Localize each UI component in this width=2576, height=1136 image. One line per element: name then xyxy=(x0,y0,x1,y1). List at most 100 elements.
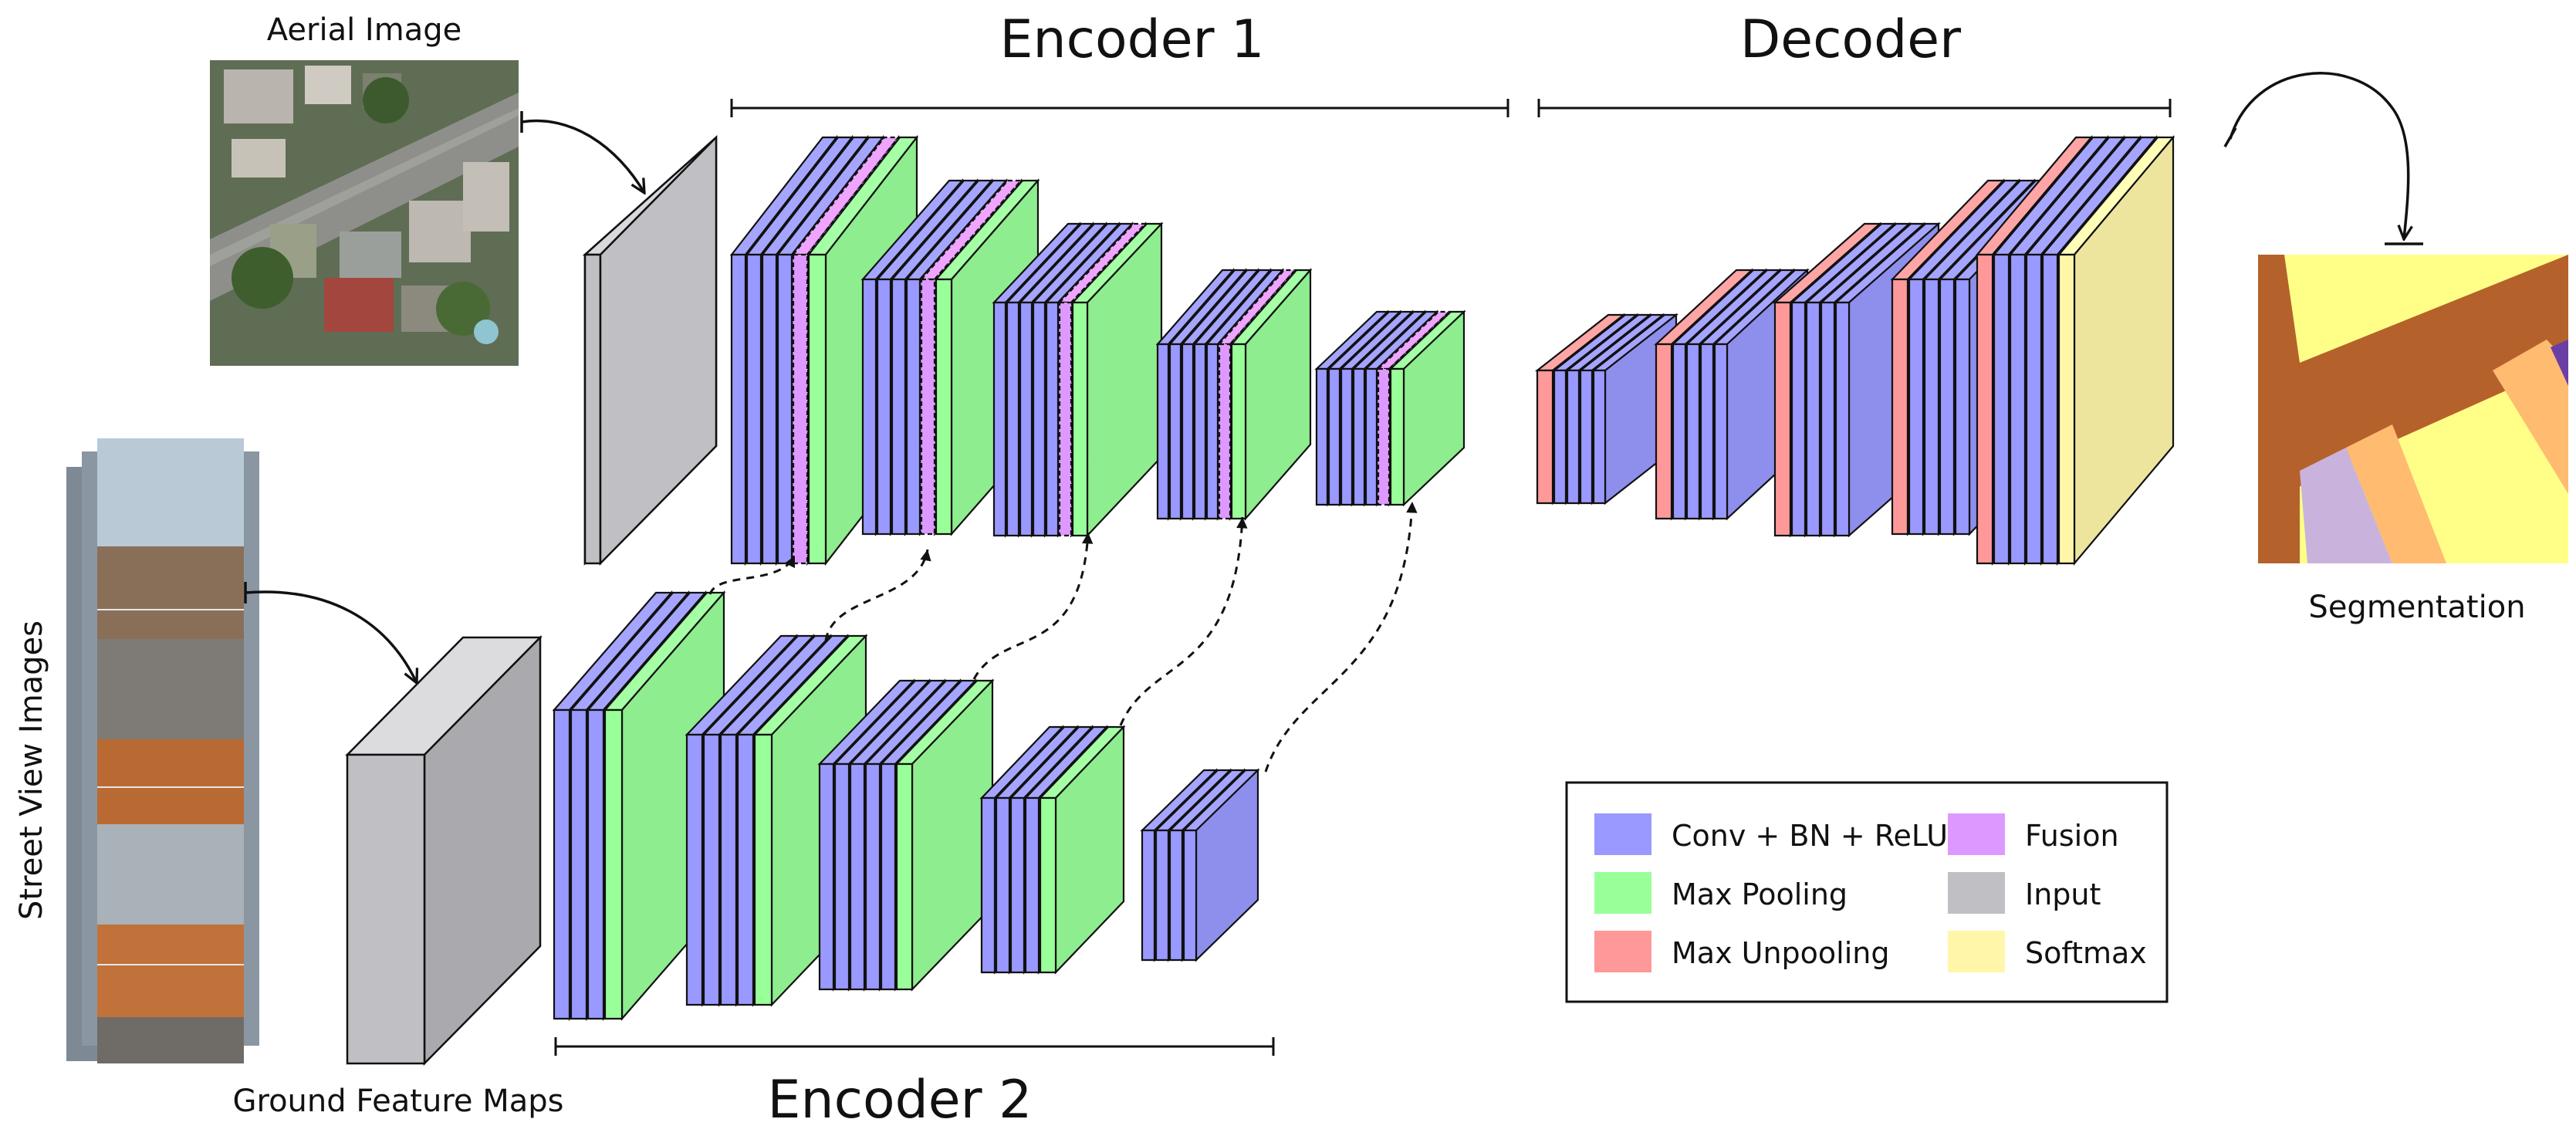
enc2-layer-conv-13-front xyxy=(864,762,881,991)
dec-layer-conv-8-front xyxy=(1685,343,1701,520)
enc1-layer-pool-19-front xyxy=(1071,301,1089,537)
decoder-title: Decoder xyxy=(1740,9,1961,70)
enc2-layer-pool-20-front xyxy=(1039,796,1057,974)
legend-swatch-pool xyxy=(1594,872,1651,914)
segmentation-label: Segmentation xyxy=(2308,590,2525,625)
input-layer-ground xyxy=(345,634,543,1067)
enc1-layer-conv-23-front xyxy=(1193,343,1207,520)
enc2-layer-conv-24 xyxy=(1182,768,1260,962)
enc1-layer-pool-26 xyxy=(1229,268,1313,521)
output-arrow xyxy=(2229,72,2409,239)
decoder-bracket xyxy=(1537,99,2172,117)
dec-layer-conv-10-front xyxy=(1713,343,1729,520)
encoder1-bracket xyxy=(730,99,1509,117)
enc1-layer-conv-9-front xyxy=(891,278,907,536)
enc2-layer-conv-18-front xyxy=(1009,796,1026,974)
enc1-layer-pool-26-front xyxy=(1230,343,1247,520)
dec-layer-softmax-26-front xyxy=(2057,253,2076,565)
enc1-layer-conv-4-front xyxy=(776,253,793,565)
fusion-connections xyxy=(708,501,1418,773)
dec-layer-conv-12-front xyxy=(1790,301,1807,537)
enc1-layer-conv-13-front xyxy=(992,301,1007,537)
enc1-layer-conv-16-front xyxy=(1032,301,1046,537)
legend-swatch-fusion xyxy=(1948,813,2005,855)
enc2-layer-pool-4-front xyxy=(603,708,624,1020)
enc2-layer-conv-7-front xyxy=(719,733,738,1006)
dec-layer-conv-23-front xyxy=(2009,253,2027,565)
enc1-layer-fusion-5-front xyxy=(792,253,809,565)
legend-label-input: Input xyxy=(2025,877,2101,911)
enc2-layer-pool-15-front xyxy=(895,762,914,991)
dec-layer-conv-13-front xyxy=(1805,301,1821,537)
fusion-connection-4 xyxy=(1119,516,1248,726)
dec-layer-conv-20-front xyxy=(1954,278,1971,536)
enc1-layer-conv-24-front xyxy=(1205,343,1219,520)
dec-layer-unpool-21-front xyxy=(1976,253,1994,565)
dec-layer-unpool-1-front xyxy=(1536,369,1554,505)
enc2-layer-conv-6-front xyxy=(702,733,721,1006)
aerial-image-label: Aerial Image xyxy=(267,12,461,48)
street-input-arrow xyxy=(245,590,417,683)
enc1-layer-conv-31-front xyxy=(1364,367,1378,506)
enc1-layer-fusion-25-front xyxy=(1218,343,1232,520)
ground-feature-maps-label: Ground Feature Maps xyxy=(233,1084,564,1119)
encoder1-layers xyxy=(729,134,1466,566)
dec-layer-conv-14-front xyxy=(1820,301,1836,537)
dec-layer-conv-3-front xyxy=(1566,369,1580,505)
encoder1-title: Encoder 1 xyxy=(1000,9,1265,70)
enc1-layer-pool-6-front xyxy=(807,253,827,565)
enc1-layer-conv-28-front xyxy=(1327,367,1341,506)
enc1-layer-pool-33 xyxy=(1388,309,1466,507)
dec-layer-conv-7-front xyxy=(1672,343,1687,520)
enc2-layer-conv-10-front xyxy=(818,762,835,991)
legend-label-unpool: Max Unpooling xyxy=(1672,936,1889,970)
enc1-layer-conv-15-front xyxy=(1019,301,1033,537)
enc2-layer-pool-20 xyxy=(1038,725,1126,975)
legend-label-fusion: Fusion xyxy=(2025,819,2119,853)
enc2-layer-conv-5-front xyxy=(685,733,704,1006)
dec-layer-softmax-26 xyxy=(2057,134,2175,566)
enc2-layer-conv-8-front xyxy=(736,733,755,1006)
dec-layer-conv-17-front xyxy=(1908,278,1925,536)
enc1-layer-fusion-32-front xyxy=(1377,367,1391,506)
dec-layer-conv-5-front xyxy=(1592,369,1607,505)
enc1-layer-conv-7-front xyxy=(861,278,877,536)
enc2-layer-conv-3-front xyxy=(587,708,605,1020)
enc1-layer-conv-30-front xyxy=(1352,367,1366,506)
encoder2-layers xyxy=(552,590,1260,1021)
enc2-layer-conv-17-front xyxy=(995,796,1011,974)
dec-layer-conv-19-front xyxy=(1939,278,1956,536)
dec-layer-conv-22-front xyxy=(1993,253,2010,565)
enc1-layer-pool-12-front xyxy=(935,278,953,536)
dec-layer-conv-15-front xyxy=(1834,301,1851,537)
aerial-image xyxy=(210,60,519,366)
enc2-layer-conv-24-front xyxy=(1182,829,1198,962)
fusion-connection-3 xyxy=(972,532,1094,680)
enc2-layer-conv-23-front xyxy=(1168,829,1184,962)
encoder2-title: Encoder 2 xyxy=(768,1070,1033,1131)
enc1-layer-conv-21-front xyxy=(1168,343,1182,520)
enc2-layer-conv-19-front xyxy=(1024,796,1040,974)
street-view-images-label: Street View Images xyxy=(14,620,49,920)
enc1-layer-conv-2-front xyxy=(745,253,762,565)
enc2-layer-conv-14-front xyxy=(880,762,897,991)
enc1-layer-conv-27-front xyxy=(1315,367,1329,506)
dec-layer-conv-4-front xyxy=(1579,369,1594,505)
fusion-connection-1 xyxy=(708,555,796,595)
enc1-layer-conv-29-front xyxy=(1340,367,1354,506)
enc1-layer-fusion-11-front xyxy=(920,278,936,536)
legend-swatch-unpool xyxy=(1594,931,1651,972)
dec-layer-unpool-11-front xyxy=(1773,301,1792,537)
enc1-layer-pool-33-front xyxy=(1389,367,1405,506)
dec-layer-unpool-6-front xyxy=(1655,343,1673,520)
enc1-layer-fusion-18-front xyxy=(1058,301,1073,537)
dec-layer-conv-24-front xyxy=(2025,253,2043,565)
fusion-connection-5 xyxy=(1264,501,1418,773)
enc2-layer-conv-12-front xyxy=(849,762,866,991)
enc1-layer-conv-20-front xyxy=(1156,343,1170,520)
dec-layer-unpool-16-front xyxy=(1891,278,1909,536)
enc1-layer-conv-14-front xyxy=(1006,301,1020,537)
enc2-layer-conv-2-front xyxy=(570,708,588,1020)
